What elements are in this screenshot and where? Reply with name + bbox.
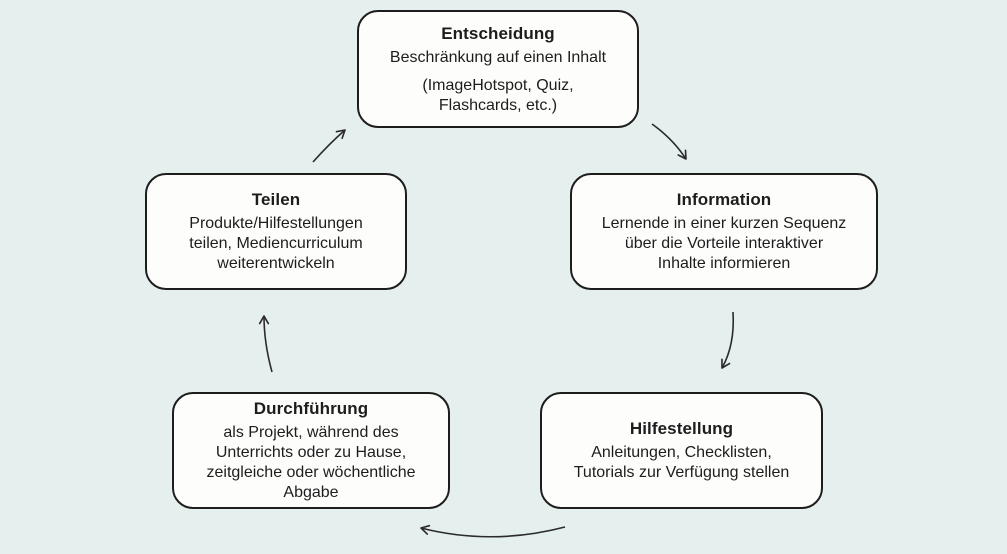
node-durchfuehrung: Durchführung als Projekt, während des Un… xyxy=(172,392,450,509)
node-text: Beschränkung auf einen Inhalt xyxy=(389,48,607,66)
node-title: Teilen xyxy=(251,190,301,209)
node-title: Information xyxy=(676,190,772,209)
arrow-information-to-hilfestellung xyxy=(721,311,735,369)
node-text: Lernende in einer kurzen Sequenz über di… xyxy=(601,215,847,272)
arrow-durchfuehrung-to-teilen xyxy=(258,315,273,373)
arrow-entscheidung-to-information xyxy=(651,123,687,160)
node-entscheidung: Entscheidung Beschränkung auf einen Inha… xyxy=(357,10,639,128)
node-title: Hilfestellung xyxy=(629,419,734,438)
arrow-hilfestellung-to-durchfuehrung xyxy=(420,524,566,538)
node-text: Anleitungen, Checklisten, Tutorials zur … xyxy=(573,444,790,481)
node-title: Durchführung xyxy=(253,399,369,418)
arrow-teilen-to-entscheidung xyxy=(312,129,346,163)
node-teilen: Teilen Produkte/Hilfestellungen teilen, … xyxy=(145,173,407,290)
node-title: Entscheidung xyxy=(441,23,555,43)
node-information: Information Lernende in einer kurzen Seq… xyxy=(570,173,878,290)
node-text: als Projekt, während des Unterrichts ode… xyxy=(206,424,416,501)
node-hilfestellung: Hilfestellung Anleitungen, Checklisten, … xyxy=(540,392,823,509)
node-text: Produkte/Hilfestellungen teilen, Medienc… xyxy=(189,215,363,272)
node-text: (ImageHotspot, Quiz, Flashcards, etc.) xyxy=(422,76,574,114)
